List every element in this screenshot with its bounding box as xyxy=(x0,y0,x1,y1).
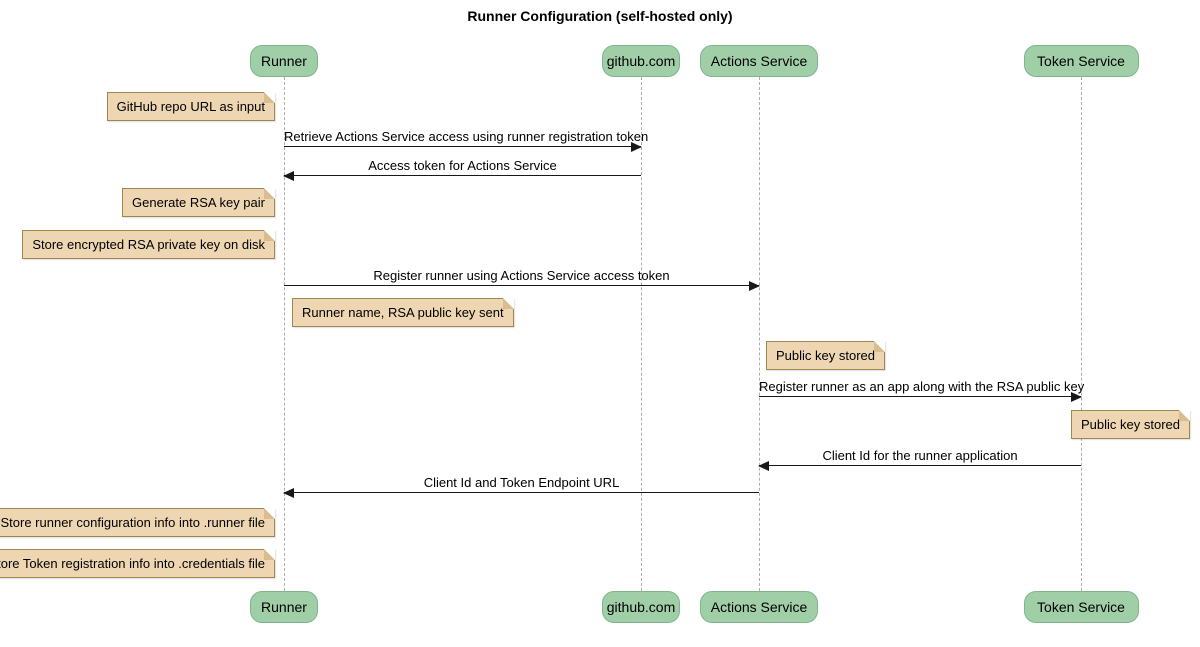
note: Public key stored xyxy=(766,341,885,370)
note: Store Token registration info into .cred… xyxy=(0,549,275,578)
message-runner-to-github: Retrieve Actions Service access using ru… xyxy=(284,129,649,152)
message-line xyxy=(759,396,1081,397)
participant-label: github.com xyxy=(606,53,676,69)
participant-token-bottom: Token Service xyxy=(1023,591,1139,623)
participant-runner-bottom: Runner xyxy=(250,591,318,623)
lifeline-runner xyxy=(284,77,285,591)
lifeline-actions xyxy=(759,77,760,591)
participant-label: github.com xyxy=(606,599,676,615)
participant-actions-top: Actions Service xyxy=(700,45,818,77)
note-label: Store runner configuration info into .ru… xyxy=(0,515,266,530)
note-fold-icon xyxy=(264,188,275,199)
message-line xyxy=(284,146,641,147)
message-runner-to-actions: Register runner using Actions Service ac… xyxy=(284,268,760,291)
note-label: Store encrypted RSA private key on disk xyxy=(32,237,265,252)
note-label: Public key stored xyxy=(776,348,875,363)
participant-label: Runner xyxy=(261,53,307,69)
arrowhead-icon xyxy=(1071,392,1082,402)
note-fold-icon xyxy=(264,508,275,519)
participant-label: Actions Service xyxy=(710,53,808,69)
participant-actions-bottom: Actions Service xyxy=(700,591,818,623)
participant-github-bottom: github.com xyxy=(602,591,680,623)
note-label: GitHub repo URL as input xyxy=(116,99,265,114)
arrowhead-icon xyxy=(749,281,760,291)
note: GitHub repo URL as input xyxy=(106,92,275,121)
arrowhead-icon xyxy=(631,142,642,152)
note: Public key stored xyxy=(1071,410,1190,439)
note-label: Generate RSA key pair xyxy=(132,195,265,210)
lifeline-token xyxy=(1081,77,1082,591)
message-token-to-actions: Client Id for the runner application xyxy=(758,448,1081,471)
message-label: Retrieve Actions Service access using ru… xyxy=(284,129,649,144)
message-line xyxy=(284,285,759,286)
message-line xyxy=(284,492,759,493)
lifeline-github xyxy=(641,77,642,591)
participant-runner-top: Runner xyxy=(250,45,318,77)
note-fold-icon xyxy=(1179,410,1190,421)
participant-label: Token Service xyxy=(1037,53,1125,69)
note-fold-icon xyxy=(264,92,275,103)
diagram-title: Runner Configuration (self-hosted only) xyxy=(467,8,733,24)
participant-label: Token Service xyxy=(1037,599,1125,615)
message-label: Client Id and Token Endpoint URL xyxy=(423,475,620,490)
note-fold-icon xyxy=(874,341,885,352)
message-label: Register runner as an app along with the… xyxy=(759,379,1085,394)
note-label: Runner name, RSA public key sent xyxy=(302,305,504,320)
message-label: Register runner using Actions Service ac… xyxy=(373,268,670,283)
note-label: Store Token registration info into .cred… xyxy=(0,556,265,571)
message-github-to-runner: Access token for Actions Service xyxy=(283,158,641,181)
participant-github-top: github.com xyxy=(602,45,680,77)
message-label: Client Id for the runner application xyxy=(822,448,1018,463)
arrowhead-icon xyxy=(758,461,769,471)
participant-label: Runner xyxy=(261,599,307,615)
note: Store encrypted RSA private key on disk xyxy=(22,230,275,259)
note-label: Public key stored xyxy=(1081,417,1180,432)
arrowhead-icon xyxy=(283,488,294,498)
note: Runner name, RSA public key sent xyxy=(292,298,514,327)
note: Generate RSA key pair xyxy=(122,188,275,217)
note: Store runner configuration info into .ru… xyxy=(0,508,275,537)
message-line xyxy=(284,175,641,176)
participant-token-top: Token Service xyxy=(1023,45,1139,77)
note-fold-icon xyxy=(502,298,514,309)
arrowhead-icon xyxy=(283,171,294,181)
message-actions-to-runner: Client Id and Token Endpoint URL xyxy=(283,475,759,498)
note-fold-icon xyxy=(264,549,275,560)
note-fold-icon xyxy=(264,230,275,241)
message-line xyxy=(759,465,1081,466)
participant-label: Actions Service xyxy=(710,599,808,615)
message-actions-to-token: Register runner as an app along with the… xyxy=(759,379,1085,402)
message-label: Access token for Actions Service xyxy=(368,158,557,173)
